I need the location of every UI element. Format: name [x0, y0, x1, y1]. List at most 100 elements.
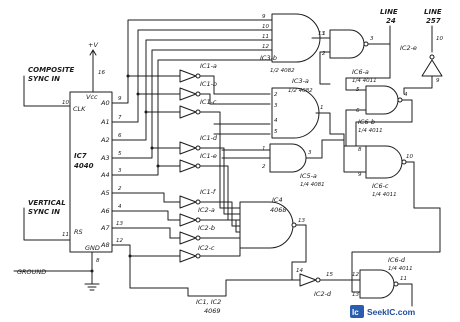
inverter-ic2e-pin-out: 10	[436, 36, 443, 42]
ic7-gnd-label: GND	[85, 244, 100, 252]
ic7-out-a1: A1	[100, 118, 110, 126]
seekic-logo-text: Ic	[352, 308, 359, 317]
inverter-ic1b-body	[179, 87, 197, 101]
line257-word: LINE	[424, 8, 442, 16]
inverter-ic1f-bubble	[195, 199, 201, 205]
inverter-ic2e-label: IC2-e	[400, 44, 417, 52]
inverter-ic2b-body	[179, 231, 197, 245]
inverter-ic1c-label: IC1-c	[200, 98, 217, 106]
junction-a4	[156, 164, 160, 168]
gate-ic6d-part: 1/4 4011	[388, 266, 413, 272]
line24-num: 24	[386, 17, 396, 25]
package-note: IC1, IC2 4069	[196, 298, 221, 315]
inverter-ic2b: IC2-b	[179, 224, 215, 245]
inverter-ic2a-label: IC2-a	[198, 206, 215, 214]
composite-sync-wire	[23, 75, 71, 107]
vertical-sync-input: VERTICAL SYNC IN	[23, 199, 71, 241]
wire-a0	[111, 19, 273, 104]
gate-ic6b: IC6-b 1/4 4011 5 6 4	[345, 77, 413, 147]
gate-ic6b-pin-6: 6	[356, 108, 360, 114]
gate-ic3b: IC3-b 1/2 4082 9 10 11 12 13	[260, 13, 331, 74]
gate-ic6c-inputs	[343, 133, 367, 173]
inverter-ic2c-bubble	[195, 253, 201, 259]
gate-ic6c-bubble	[401, 159, 407, 165]
gate-ic3a-part: 1/2 4082	[288, 88, 313, 94]
gate-ic5a-label: IC5-a	[300, 172, 317, 180]
inverter-ic1d: IC1-d	[179, 134, 218, 155]
gate-ic5a-pin-3: 3	[308, 150, 312, 156]
ic7-part: 4040	[74, 162, 94, 170]
composite-sync-label-2: SYNC IN	[28, 75, 60, 83]
wire-a3	[111, 49, 273, 159]
ic7-out-a5: A5	[100, 189, 110, 197]
inverter-ic1b-label: IC1-b	[200, 80, 217, 88]
inv-out-1	[199, 75, 271, 95]
gate-ic6d-out	[397, 283, 413, 307]
inverter-ic1f: IC1-f	[179, 188, 217, 209]
gate-ic4-label: IC4	[272, 196, 283, 204]
gate-ic6a-fb	[319, 51, 331, 85]
ic7-pin-a3: 5	[118, 151, 122, 157]
inverter-ic2e: IC2-e 9 10	[400, 36, 443, 84]
inverter-output-wires	[199, 75, 271, 257]
gate-ic3a: IC3-a 1/2 4082 2 3 4 5 1	[271, 77, 345, 139]
ic7-body	[69, 91, 113, 253]
vertical-sync-label-1: VERTICAL	[28, 199, 66, 207]
composite-sync-input: COMPOSITE SYNC IN	[23, 66, 75, 107]
inverter-ic2a: IC2-a	[179, 206, 215, 227]
ic7-pin-rs: 11	[62, 232, 69, 238]
wire-a5	[111, 192, 165, 203]
seekic-watermark: Ic SeekIC.com	[350, 305, 416, 318]
gate-ic3b-pin-4: 12	[262, 44, 269, 50]
gate-ic5a-part: 1/4 4081	[300, 182, 325, 188]
gate-ic6b-bubble	[397, 97, 403, 103]
gate-ic6c: IC6-c 1/4 4011 8 9 10	[343, 133, 441, 209]
gate-ic3b-pin-out: 13	[318, 31, 325, 37]
ic7-pin-a8: 12	[116, 238, 123, 244]
junction-a8	[128, 254, 132, 258]
gate-ic3a-label: IC3-a	[292, 77, 309, 85]
inverter-ic2d-pin-in: 14	[296, 268, 303, 274]
ic7-pin-a1: 7	[118, 115, 122, 121]
gate-ic4-bubble	[291, 222, 297, 228]
inverter-ic1a-bubble	[195, 73, 201, 79]
inverter-ic2a-bubble	[195, 217, 201, 223]
inverter-ic1c-bubble	[195, 109, 201, 115]
package-note-line2: 4069	[204, 307, 221, 315]
inverter-ic1a-label: IC1-a	[200, 62, 217, 70]
gate-ic6b-pin-4: 4	[404, 92, 408, 98]
inverter-ic1a: IC1-a	[179, 62, 217, 83]
ic7-pin-a5: 2	[118, 186, 122, 192]
gate-ic3a-pin-2: 2	[274, 92, 278, 98]
junction-a1	[136, 92, 140, 96]
a8-bottom-bus	[187, 279, 301, 297]
ic5a-inputs	[221, 149, 271, 159]
ic7-pin-a6: 4	[118, 204, 122, 210]
ic7-out-a6: A6	[100, 207, 110, 215]
junction-a2	[144, 110, 148, 114]
gate-ic4-pin-13: 13	[298, 218, 305, 224]
ground-junction	[90, 269, 94, 273]
gate-ic6b-feedback	[355, 99, 413, 147]
gate-ic6a-pin-3: 3	[370, 36, 374, 42]
gate-ic3a-body	[271, 87, 320, 139]
ic7-out-a3: A3	[100, 154, 110, 162]
wire-a8	[111, 244, 189, 289]
line24-word: LINE	[380, 8, 398, 16]
gate-ic5a: IC5-a 1/4 4081 1 2 3	[262, 139, 345, 188]
gate-ic6d-label: IC6-d	[388, 256, 406, 264]
seekic-logo-icon	[350, 305, 364, 318]
gate-ic6c-pin-9: 9	[358, 172, 362, 178]
ic7-pin-a2: 6	[118, 133, 122, 139]
gate-ic6d-in-b	[351, 207, 441, 293]
package-note-line1: IC1, IC2	[196, 298, 221, 306]
vplus-wire	[89, 49, 97, 93]
gate-ic6d-pin-13: 13	[352, 292, 359, 298]
gate-ic6a-bubble	[363, 41, 369, 47]
inv-out-3	[199, 111, 241, 209]
ic7-out-a7: A7	[100, 224, 110, 232]
gate-ic6a-out	[367, 43, 391, 79]
junction-a3	[150, 146, 154, 150]
ic7-out-a0: A0	[100, 99, 110, 107]
gate-ic6c-pin-10: 10	[406, 154, 413, 160]
